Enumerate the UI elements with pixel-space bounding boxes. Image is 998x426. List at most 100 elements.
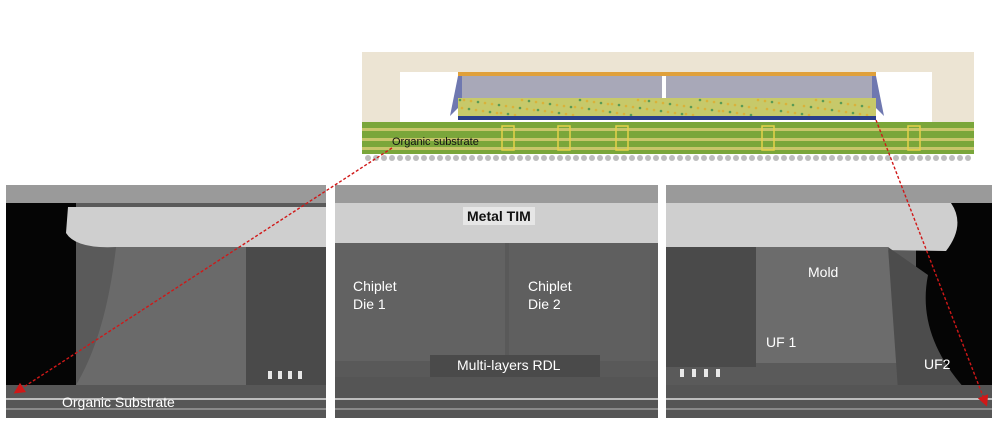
die-edge-left (246, 247, 326, 387)
solder-ball (413, 155, 419, 161)
rdl-speckle-dot (511, 105, 515, 109)
solder-ball (629, 155, 635, 161)
rdl-speckle-dot (816, 106, 820, 110)
rdl-speckle-dot (615, 111, 619, 115)
rdl-speckle-dot (749, 113, 753, 117)
solder-ball (645, 155, 651, 161)
rdl-speckle-dot (481, 109, 485, 113)
rdl-speckle-dot (865, 113, 869, 117)
rdl-speckle-dot (828, 100, 832, 104)
solder-ball (789, 155, 795, 161)
rdl-speckle-dot (652, 108, 656, 112)
rdl-speckle-dot (562, 104, 566, 108)
sem-panel-left: Organic Substrate (6, 185, 326, 418)
rdl-speckle-dot (837, 109, 841, 113)
rdl-speckle-dot (754, 106, 758, 110)
rdl-speckle-dot (846, 102, 850, 106)
chiplet-die-1-schematic (462, 76, 662, 98)
solder-ball (445, 155, 451, 161)
rdl-speckle-dot (740, 104, 744, 108)
rdl-speckle-dot (712, 100, 716, 104)
solder-ball (885, 155, 891, 161)
solder-ball (893, 155, 899, 161)
solder-ball (573, 155, 579, 161)
substrate-right (666, 385, 992, 418)
die-2-block (509, 243, 658, 361)
solder-ball (749, 155, 755, 161)
rdl-speckle-dot (719, 101, 723, 105)
rdl-speckle-dot (830, 108, 834, 112)
sem-right-drawing (666, 185, 992, 418)
solder-ball (557, 155, 563, 161)
substrate-band-1 (362, 128, 974, 131)
solder-ball (397, 155, 403, 161)
rdl-speckle-dot (682, 104, 686, 108)
rdl-speckle-dot (772, 108, 776, 112)
black-background (6, 185, 76, 390)
rdl-speckle-dot (504, 104, 508, 108)
rdl-speckle-dot (636, 98, 640, 102)
rdl-speckle-dot (733, 103, 737, 107)
solder-ball (597, 155, 603, 161)
rdl-speckle-dot (483, 101, 487, 105)
rdl-speckle-dot (541, 101, 545, 105)
solder-ball (509, 155, 515, 161)
rdl-speckle-dot (557, 111, 561, 115)
rdl-speckle-dot (858, 112, 862, 116)
rdl-speckle-dot (654, 100, 658, 104)
rdl-speckle-dot (860, 104, 864, 108)
metal-tim-right (666, 203, 958, 251)
solder-ball (485, 155, 491, 161)
solder-ball (813, 155, 819, 161)
solder-ball-row (365, 155, 971, 161)
rdl-speckle-dot (587, 107, 591, 111)
rdl-speckle-dot (527, 99, 531, 103)
rdl-speckle-dot (791, 103, 795, 107)
metal-tim-label: Metal TIM (463, 207, 535, 225)
solder-ball (741, 155, 747, 161)
solder-ball (805, 155, 811, 161)
solder-ball (853, 155, 859, 161)
rdl-speckle-dot (689, 105, 693, 109)
die-edge-right (666, 247, 756, 367)
rdl-speckle-dot (851, 111, 855, 115)
solder-ball (541, 155, 547, 161)
rdl-speckle-dot (458, 98, 462, 102)
uf1-label: UF 1 (766, 334, 797, 350)
solder-ball (525, 155, 531, 161)
solder-ball (901, 155, 907, 161)
rdl-speckle-dot (770, 100, 774, 104)
chiplet-die-2-schematic (666, 76, 872, 98)
rdl-speckle-dot (673, 111, 677, 115)
solder-ball (797, 155, 803, 161)
rdl-speckle-dot (490, 102, 494, 106)
solder-ball (725, 155, 731, 161)
rdl-speckle-dot (807, 113, 811, 117)
rdl-speckle-dot (800, 112, 804, 116)
solder-ball (581, 155, 587, 161)
solder-ball (709, 155, 715, 161)
solder-ball (701, 155, 707, 161)
chiplet-die-2-label: Chiplet Die 2 (528, 278, 572, 312)
rdl-speckle-dot (703, 107, 707, 111)
rdl-speckle-dot (814, 98, 818, 102)
rdl-speckle (458, 98, 871, 117)
rdl-speckle-dot (680, 112, 684, 116)
solder-ball (677, 155, 683, 161)
rdl-speckle-dot (462, 98, 466, 102)
rdl-speckle-dot (821, 99, 825, 103)
rdl-speckle-dot (735, 111, 739, 115)
solder-ball (429, 155, 435, 161)
rdl-speckle-dot (698, 98, 702, 102)
rdl-speckle-dot (499, 111, 503, 115)
rdl-speckle-dot (786, 110, 790, 114)
rdl-speckle-dot (469, 99, 473, 103)
rdl-speckle-dot (784, 102, 788, 106)
rdl-speckle-dot (495, 111, 499, 115)
rdl-speckle-dot (610, 102, 614, 106)
rdl-block (430, 355, 600, 377)
solder-ball (437, 155, 443, 161)
rdl-speckle-dot (550, 110, 554, 114)
rdl-speckle-dot (594, 108, 598, 112)
rdl-speckle-dot (467, 107, 471, 111)
